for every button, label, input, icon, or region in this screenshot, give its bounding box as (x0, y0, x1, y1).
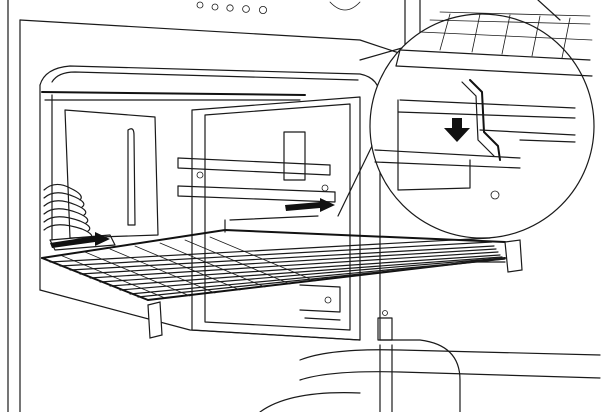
door-hinge (377, 310, 393, 412)
slide-arrow-icon (50, 232, 110, 248)
knob-icon (196, 1, 204, 9)
screw-icon (490, 190, 500, 200)
slide-arrow-icon (285, 198, 335, 212)
detail-inset (337, 11, 595, 239)
heating-element (41, 91, 306, 96)
wire-rack (41, 198, 523, 339)
control-knobs (196, 1, 361, 14)
screw-icon (324, 296, 332, 304)
knob-icon (242, 5, 250, 13)
magnifier-circle (369, 13, 595, 239)
rack-end-cap (504, 239, 523, 273)
oven-cavity (39, 65, 601, 412)
knob-icon (211, 3, 219, 11)
down-arrow-icon (444, 118, 470, 142)
screw-icon (196, 171, 204, 179)
side-rails-right (177, 157, 341, 321)
knob-icon (258, 6, 267, 14)
oven-frame (7, 0, 561, 412)
rack-end-cap (147, 301, 163, 339)
screw-icon (321, 184, 329, 192)
knob-icon (226, 4, 234, 12)
